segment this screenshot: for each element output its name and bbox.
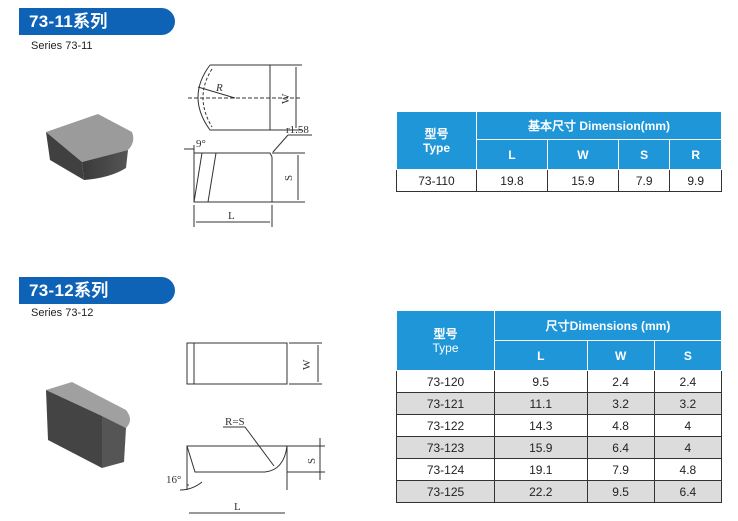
type-header: 型号 Type — [396, 310, 495, 371]
col-header-l: L — [494, 340, 588, 371]
svg-text:W: W — [301, 359, 313, 370]
svg-text:S: S — [306, 458, 318, 464]
dimension-table-73-11: 型号 Type 基本尺寸 Dimension(mm) L W S R 73-11… — [396, 111, 722, 192]
col-header-s: S — [653, 340, 723, 371]
table-row: 73-122 14.3 4.8 4 — [396, 414, 723, 437]
section-title-73-12: 73-12系列 — [19, 277, 175, 304]
technical-drawing-73-12: W R=S 16° S L — [166, 342, 325, 514]
col-header-w: W — [586, 340, 655, 371]
dimension-header: 尺寸Dimensions (mm) — [494, 310, 722, 341]
series-label-73-11: Series 73-11 — [31, 40, 93, 52]
table-row: 73-110 19.8 15.9 7.9 9.9 — [396, 169, 722, 192]
svg-text:16°: 16° — [166, 474, 181, 486]
dimension-header: 基本尺寸 Dimension(mm) — [476, 111, 722, 140]
table-row: 73-121 11.1 3.2 3.2 — [396, 392, 723, 415]
col-header-l: L — [476, 139, 548, 170]
dimension-table-73-12: 型号 Type 尺寸Dimensions (mm) L W S 73-120 9… — [396, 310, 723, 503]
col-header-w: W — [546, 139, 619, 170]
table-row: 73-123 15.9 6.4 4 — [396, 436, 723, 459]
svg-text:L: L — [234, 501, 241, 513]
svg-text:r1.58: r1.58 — [286, 124, 309, 136]
technical-drawing-73-11: R W 9° r1.58 S L — [184, 64, 312, 227]
table-row: 73-124 19.1 7.9 4.8 — [396, 458, 723, 481]
col-header-r: R — [669, 139, 722, 170]
svg-text:L: L — [228, 210, 235, 222]
table-row: 73-125 22.2 9.5 6.4 — [396, 480, 723, 503]
col-header-s: S — [617, 139, 671, 170]
section-title-73-11: 73-11系列 — [19, 8, 175, 35]
table-row: 73-120 9.5 2.4 2.4 — [396, 370, 723, 393]
type-header: 型号 Type — [396, 111, 477, 170]
svg-text:S: S — [283, 175, 295, 181]
insert-photo-73-11 — [46, 114, 134, 180]
series-label-73-12: Series 73-12 — [31, 307, 94, 319]
svg-text:W: W — [280, 93, 292, 104]
svg-text:R=S: R=S — [225, 416, 245, 428]
svg-text:9°: 9° — [196, 138, 206, 150]
svg-text:R: R — [215, 82, 223, 94]
insert-photo-73-12 — [46, 382, 130, 468]
